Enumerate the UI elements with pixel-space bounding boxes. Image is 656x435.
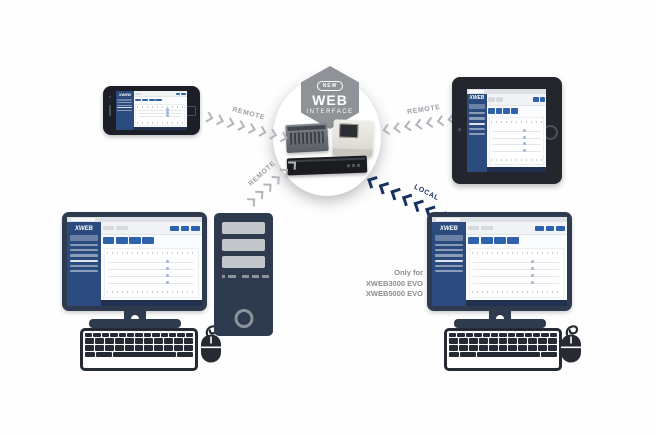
speaker-icon	[109, 105, 111, 116]
status-bar	[100, 300, 202, 306]
local-label: LOCAL	[412, 183, 441, 203]
din-controller-device	[285, 122, 329, 154]
button-row	[101, 235, 202, 246]
smartphone: XWEB	[103, 86, 200, 135]
browser-bar	[432, 217, 567, 223]
toolbar	[465, 222, 567, 236]
xweb-logo: XWEB	[439, 226, 458, 233]
status-bar	[486, 166, 546, 172]
button-row	[134, 97, 187, 102]
drive-bay	[222, 239, 265, 251]
sidebar: XWEB	[116, 91, 134, 130]
xweb-logo: XWEB	[74, 226, 93, 233]
remote-label: REMOTE	[231, 106, 266, 122]
keyboard-icon	[80, 328, 198, 371]
monitor-base	[89, 319, 181, 328]
badge-subtitle: INTERFACE	[306, 108, 354, 115]
only-for-note: Only for XWEB3000 EVO XWEB5000 EVO	[365, 268, 423, 298]
smartphone-screen: XWEB	[116, 91, 187, 130]
power-button-icon	[234, 309, 253, 328]
monitor-right-screen: XWEB	[432, 217, 567, 306]
browser-bar	[467, 89, 546, 94]
drive-bay	[222, 256, 265, 268]
data-table	[488, 117, 545, 166]
monitor-base	[454, 319, 546, 328]
home-button-icon	[186, 106, 196, 116]
button-row	[487, 106, 546, 116]
rack-server-device	[286, 155, 368, 176]
badge-title: WEB	[312, 91, 348, 108]
data-table	[135, 103, 186, 127]
camera-icon	[458, 128, 461, 131]
monitor-left: XWEB	[62, 212, 207, 311]
camera-icon	[109, 96, 111, 98]
pc-tower	[214, 213, 273, 336]
monitor-left-screen: XWEB	[67, 217, 202, 306]
status-bar	[465, 300, 567, 306]
remote-label: REMOTE	[406, 103, 441, 117]
new-label: NEW	[316, 80, 344, 91]
mouse-icon	[201, 325, 221, 363]
drive-bay	[222, 222, 265, 234]
status-bar	[133, 127, 187, 130]
data-table	[103, 247, 199, 299]
mouse-icon	[561, 325, 581, 363]
sidebar: XWEB	[67, 222, 101, 306]
keyboard-icon	[444, 328, 562, 371]
tablet: XWEB	[452, 77, 562, 184]
xweb-logo: XWEB	[469, 95, 485, 102]
toolbar	[133, 91, 187, 98]
sidebar: XWEB	[432, 222, 466, 306]
remote-arrow-pc: REMOTE	[245, 160, 297, 208]
monitor-right: XWEB	[427, 212, 572, 311]
button-row	[466, 235, 567, 246]
data-table	[468, 247, 564, 299]
browser-bar	[67, 217, 202, 223]
desktop-unit-device	[332, 119, 374, 157]
tablet-screen: XWEB	[467, 89, 546, 172]
sidebar: XWEB	[467, 93, 487, 172]
toolbar	[486, 93, 546, 106]
toolbar	[100, 222, 202, 236]
xweb-logo: XWEB	[118, 92, 131, 98]
